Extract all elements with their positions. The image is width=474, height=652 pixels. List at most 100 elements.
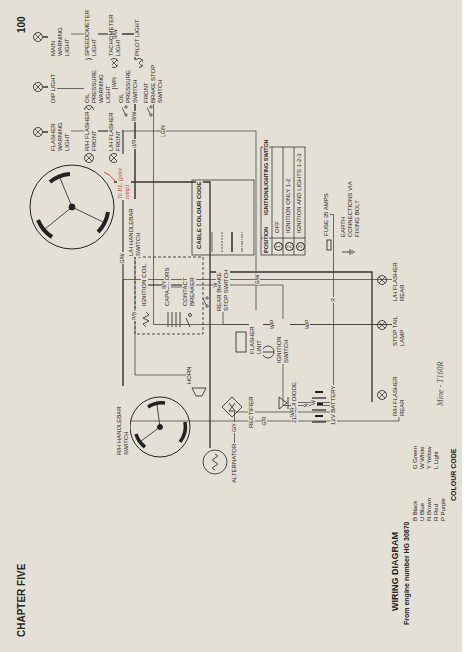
- small-switches-part: [147, 106, 152, 116]
- component-label-box: PILOT LIGHT: [134, 18, 141, 57]
- component-name: FUSE 35 AMPS: [323, 193, 330, 236]
- wire-colour-code: B/Y: [162, 280, 168, 290]
- power-components-part: [192, 388, 206, 396]
- rh-handlebar-switch-symbol-part: [130, 397, 190, 457]
- tables-part: [222, 232, 223, 252]
- ignition-frame-part: [135, 257, 203, 334]
- tables-part: [294, 147, 295, 255]
- lh-handlebar-switch-symbol-part: [72, 207, 103, 222]
- lamps-part: [378, 321, 387, 330]
- power-components-part: [203, 450, 227, 474]
- label-text: R Red: [433, 503, 440, 522]
- diagram-title: WIRING DIAGRAM: [390, 531, 400, 612]
- rh-handlebar-switch-symbol-part: [141, 427, 160, 441]
- wire-colour-code: R: [331, 297, 337, 303]
- power-components-part: [288, 397, 289, 409]
- label-text: POSITION: [263, 226, 269, 254]
- label-text: G Green: [412, 445, 419, 470]
- callout-number: 2: [285, 242, 294, 251]
- component-name: CONTACT BREAKER: [182, 262, 196, 306]
- power-components-part: [222, 397, 242, 417]
- component-name: L/H FLASHER FRONT: [108, 111, 122, 151]
- wire-colour-code: W: [213, 282, 219, 289]
- callout-number: 3: [296, 242, 305, 251]
- component-name: STOP TAIL LAMP: [392, 303, 406, 346]
- component-label-box: OIL PRESSURE WARNING LIGHT: [84, 60, 112, 104]
- wire-colour-code: W/R: [290, 406, 296, 418]
- power-components-part: [262, 352, 274, 353]
- lamps-part: [85, 154, 94, 163]
- wire: [171, 287, 182, 288]
- component-label-box: L/H FLASHER FRONT: [108, 110, 122, 152]
- fuse-and-earth-symbols-part: [342, 252, 350, 253]
- handwritten-note: Mine - T160R: [436, 361, 445, 407]
- lamps-part: [34, 33, 43, 42]
- ignition-frame-part: [143, 312, 149, 327]
- rh-handlebar-switch-symbol-part: [158, 425, 163, 430]
- component-label-box: R/H FLASHER FRONT: [84, 110, 98, 152]
- wire-colour-code: G/W: [120, 253, 126, 265]
- label-text: EARTH CONNECTIONS VIA FIXING BOLT: [340, 174, 361, 238]
- tables: [192, 147, 305, 255]
- ignition-frame: [135, 257, 203, 334]
- tables-part: [192, 180, 254, 255]
- rh-handlebar-switch-symbol: [130, 397, 190, 457]
- component-name: IGNITION COIL: [141, 264, 148, 306]
- label-text: W White: [419, 445, 426, 470]
- wire-colour-code: P/B: [132, 311, 138, 321]
- component-name: ALTERNATOR: [231, 444, 238, 483]
- small-switches-part: [122, 106, 127, 116]
- component-name: 12V BATTERY: [330, 386, 337, 425]
- component-label-box: DIP LIGHT: [50, 73, 57, 104]
- wire-colour-code: N: [304, 403, 310, 409]
- wiring-harness: [43, 37, 372, 448]
- label-text: OFF: [274, 220, 281, 234]
- component-label-box: FRONT BRAKE STOP SWITCH: [143, 60, 164, 104]
- component-name: RECTIFIER: [248, 396, 255, 428]
- rh-handlebar-switch-symbol-part: [136, 434, 145, 447]
- label-text: COLOUR CODE: [450, 448, 458, 503]
- power-components-part: [312, 409, 326, 410]
- component-label-box: R/H FLASHER REAR: [392, 372, 406, 417]
- wire-colour-code: G/W: [255, 274, 261, 286]
- lh-handlebar-switch-symbol-part: [69, 204, 75, 210]
- wire-colour-code: W/N: [112, 76, 118, 88]
- component-name: OIL PRESSURE WARNING LIGHT: [84, 61, 112, 103]
- lamps-part: [34, 128, 43, 137]
- label-text: N Brown: [426, 497, 433, 522]
- label-text: B Black: [412, 500, 419, 522]
- wire-colour-code: G/Y: [232, 422, 238, 433]
- component-label-box: IGNITION COIL: [141, 263, 148, 307]
- tables-part: [212, 232, 213, 252]
- wire-colour-code: W/P: [305, 319, 311, 330]
- component-name: L/H HANDLEBAR SWITCH: [128, 200, 142, 256]
- fuse-and-earth-symbols-part: [327, 240, 331, 250]
- wire: [154, 104, 393, 325]
- rh-handlebar-switch-symbol-part: [180, 422, 185, 442]
- component-label-box: 12V BATTERY: [330, 385, 337, 426]
- component-name: SPEEDOMETER LIGHT: [84, 12, 98, 56]
- ignition-frame-part: [189, 314, 192, 317]
- wire-colour-code: LG/N: [161, 124, 167, 138]
- component-name: R/H FLASHER FRONT: [84, 111, 98, 151]
- lh-handlebar-switch-symbol-part: [60, 178, 72, 207]
- power-components-part: [213, 454, 218, 470]
- fuse-and-earth-symbols-part: [354, 251, 355, 253]
- wire: [71, 34, 135, 199]
- handwritten-note: To P.L. (pilot lamp): [117, 154, 131, 200]
- power-components-part: [236, 332, 246, 352]
- power-components-part: [312, 421, 326, 422]
- label-text: 100: [16, 15, 28, 34]
- wire-colour-code: R/W: [113, 28, 119, 40]
- rh-handlebar-switch-symbol-part: [148, 403, 165, 407]
- wire-colour-code: W/P: [270, 319, 276, 330]
- fuse-and-earth-symbols-part: [350, 249, 351, 255]
- label-text: Y Yellow: [426, 445, 433, 470]
- lamps-part: [378, 391, 387, 400]
- label-text: IGNITION/LIGHTING SWITCH: [263, 139, 269, 216]
- component-label-box: OIL PRESSURE SWITCH: [118, 60, 139, 104]
- ignition-frame-part: [186, 318, 190, 327]
- wiring-harness-part: [43, 37, 48, 132]
- lamps-part: [378, 276, 387, 285]
- callout-number: 1: [274, 242, 283, 251]
